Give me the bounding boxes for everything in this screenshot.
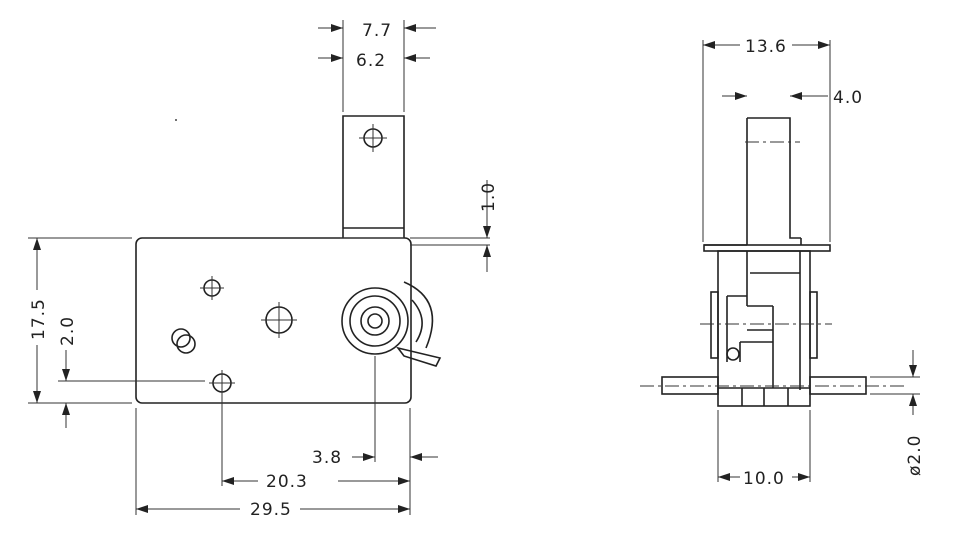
body-outline [135,237,412,404]
dim-height: 17.5 [29,298,49,340]
dim-overall: 13.6 [745,37,787,57]
mounting-hole [209,370,235,396]
side-body [717,250,811,407]
dim-tab-outer: 7.7 [362,21,392,41]
mounting-hole [261,302,297,338]
pin [171,328,196,354]
dim-shaft-offset: 3.8 [312,448,342,468]
side-view: 13.6 4.0 10.0 ø2.0 [640,37,925,489]
terminal-tab [342,115,405,238]
front-view: 7.7 6.2 1.0 17.5 2.0 3.8 [28,20,499,520]
dim-base: 10.0 [743,469,785,489]
dim-tab-inner: 6.2 [356,51,386,71]
shaft-bushing [341,281,442,367]
dim-hole-offset-v: 2.0 [58,316,78,346]
side-tab [747,117,801,239]
dim-hole-offset-h: 20.3 [266,472,308,492]
dim-tab-step: 1.0 [479,182,499,212]
dim-width: 29.5 [250,500,292,520]
mounting-hole [200,276,224,300]
side-flange [703,244,831,252]
dim-tab-width: 4.0 [833,88,863,108]
dim-shaft-dia: ø2.0 [905,435,925,476]
